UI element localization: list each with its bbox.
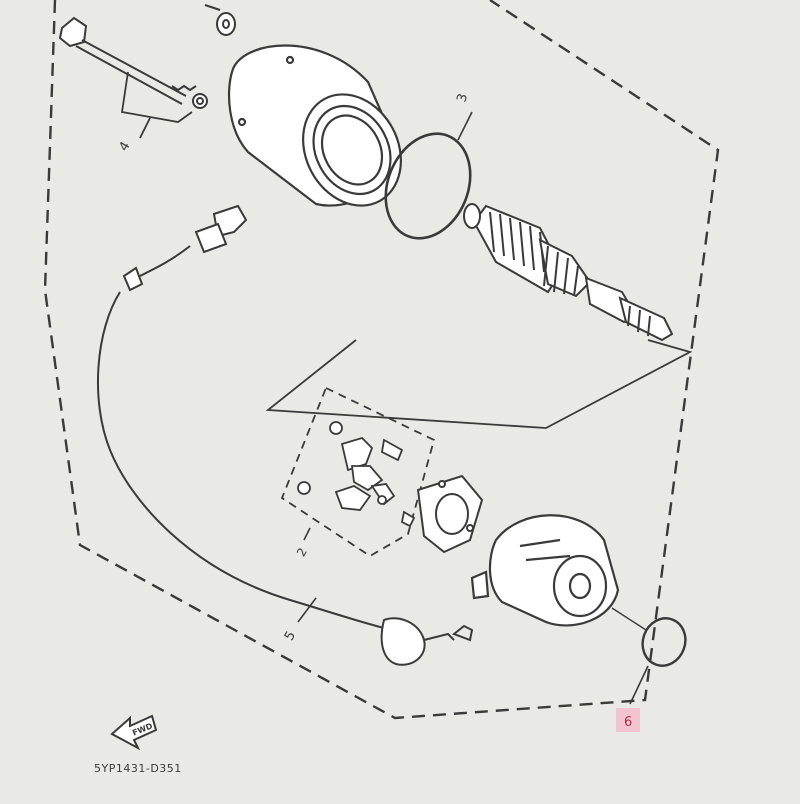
- washer-top: [204, 4, 236, 36]
- armature-bracket: [265, 339, 693, 429]
- assembly-boundary: [43, 0, 720, 720]
- callout-6-leader: [629, 665, 649, 705]
- o-ring-small: [641, 617, 687, 667]
- wire-lead: [96, 204, 474, 666]
- front-cover: [470, 514, 620, 627]
- callout-2-leader: [303, 527, 311, 541]
- callout-5-leader: [297, 597, 317, 623]
- through-bolt: [58, 16, 208, 109]
- figure-code: 5YP1431-D351: [94, 762, 182, 775]
- shaft-center-line: [611, 607, 647, 631]
- brush-plate: [416, 474, 484, 554]
- forward-arrow-icon: FWD: [110, 714, 158, 751]
- brush-holder-parts: [297, 421, 416, 528]
- callout-3-leader: [457, 111, 473, 141]
- callout-3: 3: [454, 92, 471, 104]
- armature: [463, 203, 674, 342]
- motor-yoke: [227, 44, 402, 207]
- callout-4-bracket: [120, 71, 193, 139]
- callout-6-highlight: [616, 708, 640, 732]
- callout-6: 6: [624, 715, 632, 730]
- brush-holder-box: [280, 386, 436, 558]
- o-ring-large: [384, 132, 472, 240]
